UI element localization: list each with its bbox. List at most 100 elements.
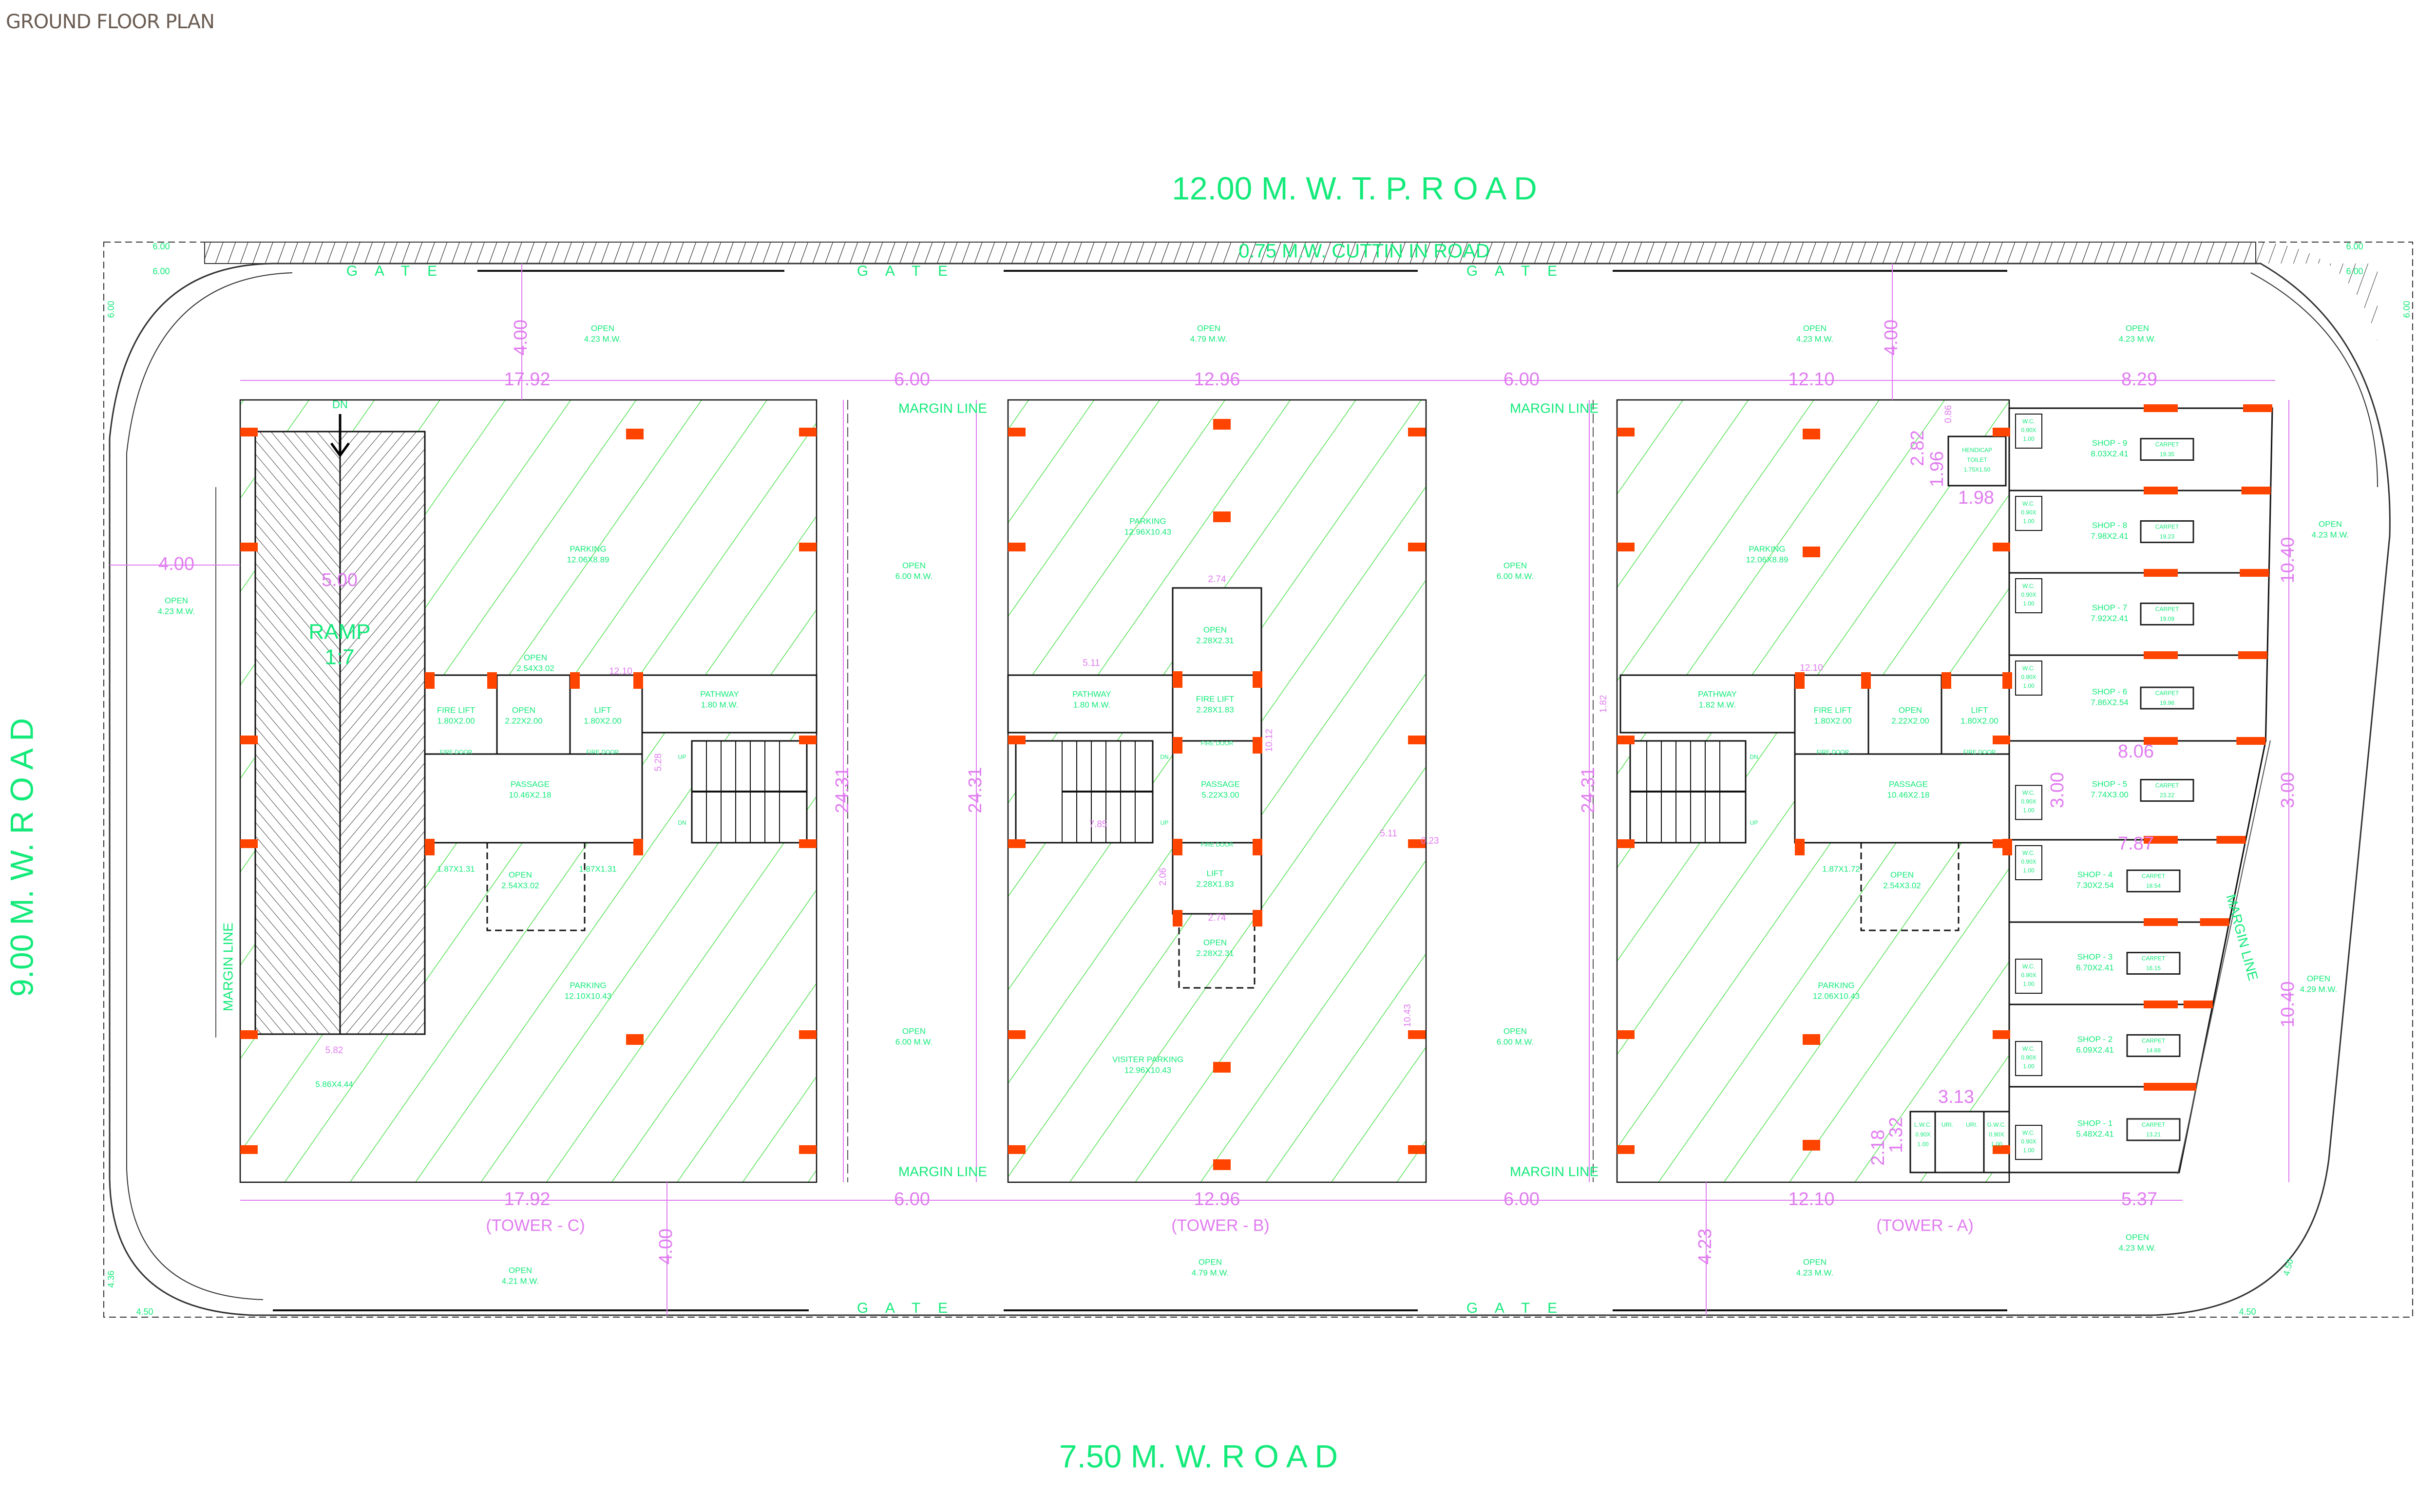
open-top-shops-width: 4.23 M.W.	[2119, 334, 2156, 343]
tower-c-extra-0: 1.87X1.31	[437, 864, 475, 873]
shop-unit	[2008, 654, 2268, 742]
column	[1993, 428, 2010, 436]
public-toilet-name: L.W.C.	[1914, 1121, 1932, 1128]
column	[1213, 511, 1231, 522]
dimension-ht_1_98: 1.98	[1958, 488, 1994, 508]
tower-b-room-6-name: OPEN	[1203, 938, 1227, 947]
open-between-ba-bottom-width: 6.00 M.W.	[1497, 1037, 1534, 1046]
column	[1008, 736, 1026, 744]
tower-b-room-6-size: 2.28X2.31	[1196, 948, 1234, 958]
corner-mark-bl1: 4.36	[106, 1270, 116, 1287]
open-bottom-b-width: 4.79 M.W.	[1192, 1268, 1229, 1277]
public-toilet-size1: 0.90X	[1915, 1131, 1930, 1138]
fire-door-label-5: FIRE DOOR	[1963, 749, 1996, 756]
open-between-ba-bottom-label: OPEN	[1503, 1026, 1527, 1036]
wc-box	[2015, 1041, 2042, 1077]
dimension-shops_top: 10.40	[2278, 537, 2298, 583]
carpet-label: CARPET	[2155, 441, 2179, 448]
handicap-toilet-size: 1.75X1.50	[1964, 466, 1991, 473]
column	[1213, 1062, 1231, 1073]
shop-wc-size1: 0.90X	[2021, 509, 2036, 516]
column	[2144, 737, 2178, 745]
corner-mark-br2: 4.50	[2282, 1258, 2295, 1277]
dimension-top_b: 12.96	[1194, 369, 1240, 390]
carpet-label: CARPET	[2155, 690, 2179, 697]
tower-c-room-0-size: 12.06X8.89	[567, 555, 609, 564]
gate-label-4: G A T E	[1466, 1300, 1564, 1316]
column	[425, 839, 435, 855]
carpet-area: 23.22	[2160, 792, 2174, 799]
dimension-bot_c: 17.92	[504, 1189, 550, 1210]
shop-name: SHOP - 2	[2077, 1035, 2112, 1044]
column	[1795, 672, 1805, 689]
tower-b-room-2-name: PATHWAY	[1072, 689, 1111, 699]
shop-wc-name: W.C.	[2022, 790, 2035, 796]
tower-c-room-6-size: 10.46X2.18	[509, 790, 552, 799]
dimension-toilets_h2: 1.32	[1886, 1117, 1906, 1153]
column	[1253, 839, 1262, 855]
tower-a-room-7-name: PARKING	[1818, 981, 1854, 990]
column	[799, 839, 817, 848]
annotation-layer: 12.00 M. W. T. P. R O A D7.50 M. W. R O …	[3, 170, 2411, 1474]
shop-wc-size2: 1.00	[2023, 807, 2035, 814]
shop-wc-size2: 1.00	[2023, 1063, 2035, 1070]
column	[799, 1145, 817, 1154]
column	[799, 736, 817, 744]
column	[1173, 910, 1182, 926]
dimension-bot_a: 12.10	[1788, 1189, 1834, 1210]
tower-c-room-8-name: PARKING	[570, 981, 606, 990]
carpet-area: 19.23	[2160, 533, 2174, 540]
fire-door-label-4: FIRE DOOR	[1817, 749, 1849, 756]
carpet-box	[2126, 1118, 2181, 1141]
tower-a-room-2-size: 1.80X2.00	[1814, 716, 1852, 725]
column	[240, 428, 258, 436]
dimension-front_a: 4.00	[1881, 320, 1902, 356]
column	[2241, 487, 2271, 494]
shop-size: 7.74X3.00	[2091, 790, 2129, 799]
tower-c-room-5-size: 1.80 M.W.	[701, 700, 739, 709]
open-bottom-c-width: 4.21 M.W.	[502, 1276, 539, 1285]
tower-a-room-4-size: 1.80X2.00	[1960, 716, 1998, 725]
tower-c-room-7-name: OPEN	[509, 870, 532, 879]
corner-mark-tr1: 6.00	[2346, 242, 2363, 251]
public-toilet-size2: 1.00	[1917, 1141, 1929, 1148]
tower-a-room-4-name: LIFT	[1971, 705, 1988, 715]
tower-b-label: (TOWER - B)	[1171, 1216, 1269, 1235]
shop-wc-size1: 0.90X	[2021, 1054, 2036, 1061]
wc-box	[2015, 1125, 2042, 1160]
column	[1408, 428, 1426, 436]
column	[1253, 910, 1262, 926]
column	[1993, 1145, 2010, 1154]
column	[2002, 672, 2012, 689]
shop-size: 7.98X2.41	[2091, 531, 2129, 541]
column	[1617, 1145, 1635, 1154]
column	[2144, 1001, 2178, 1008]
dimension-bot_b: 12.96	[1194, 1189, 1240, 1210]
column	[240, 543, 258, 551]
shop-name: SHOP - 4	[2077, 870, 2112, 879]
tower-b-room-0-size: 12.96X10.43	[1124, 527, 1171, 536]
dimension-bot_shops: 5.37	[2121, 1189, 2157, 1210]
dimension-core_a: 12.10	[1800, 663, 1823, 673]
wc-box	[2015, 496, 2042, 531]
shop-name: SHOP - 3	[2077, 952, 2112, 962]
shop-wc-size1: 0.90X	[2021, 591, 2036, 598]
public-toilet-size2: 1.00	[1991, 1141, 2002, 1148]
margin-line-label-2: MARGIN LINE	[898, 1164, 987, 1179]
tower-a-room-1-size: 1.82 M.W.	[1699, 700, 1736, 709]
tower-c-room-1-size: 2.54X3.02	[516, 663, 554, 673]
shop-wc-size1: 0.90X	[2021, 427, 2036, 434]
dimension-b_10_43: 10.43	[1403, 1004, 1413, 1027]
dimension-ht_2_82: 2.82	[1907, 430, 1928, 466]
margin-lines	[215, 400, 2271, 1182]
open-left-width: 4.23 M.W.	[158, 606, 195, 616]
corner-mark-tr2: 6.00	[2346, 266, 2363, 276]
open-top-b-label: OPEN	[1197, 323, 1220, 333]
column	[2144, 404, 2178, 412]
tower-b-room-7-name: VISITER PARKING	[1112, 1055, 1183, 1064]
fire-door-label-1: FIRE DOOR	[587, 749, 619, 756]
tower-c-room-5-name: PATHWAY	[700, 689, 739, 699]
open-top-c-width: 4.23 M.W.	[584, 334, 622, 343]
tower-c-room-7-size: 2.54X3.02	[501, 881, 539, 890]
wc-box	[2015, 959, 2042, 994]
